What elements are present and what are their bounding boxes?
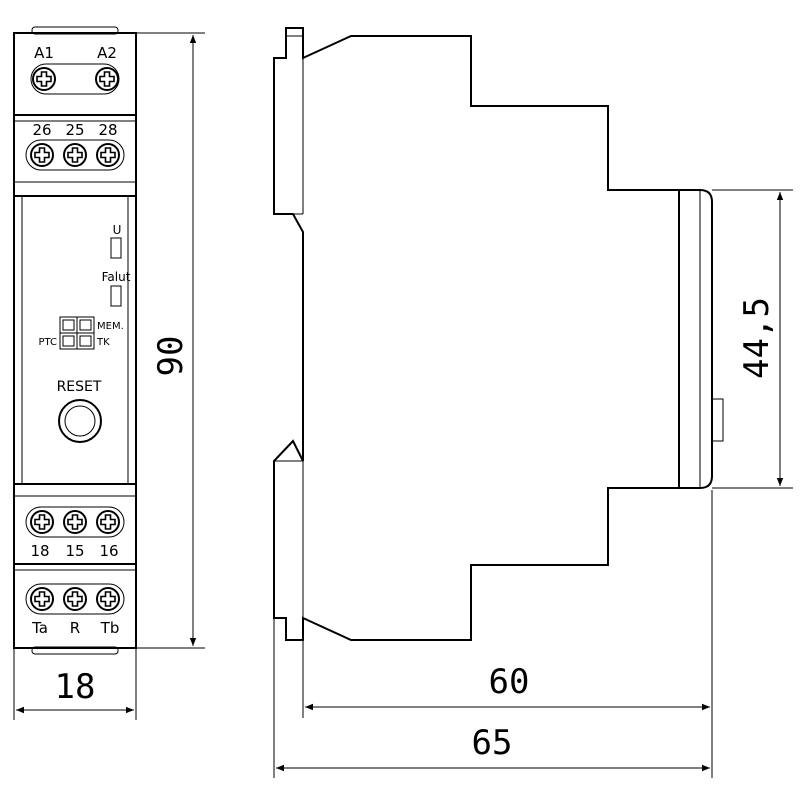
- screw-terminal-icon: [96, 143, 120, 167]
- dimension-width: 18: [13, 648, 137, 720]
- terminal-label-16: 16: [99, 542, 118, 560]
- screw-terminal-icon: [96, 587, 120, 611]
- dimension-label-44-5: 44,5: [737, 297, 777, 379]
- screw-terminal-icon: [95, 67, 119, 91]
- dip-label-ptc: PTC: [38, 337, 57, 348]
- screw-terminal-icon: [30, 587, 54, 611]
- terminal-bar: [25, 506, 125, 538]
- dimension-label-60: 60: [489, 662, 530, 702]
- front-body-outline: [13, 32, 137, 649]
- top-tab: [31, 26, 119, 35]
- dimension-depth-body: 60: [273, 490, 713, 778]
- screw-terminal-icon: [30, 143, 54, 167]
- side-body-outline: [273, 27, 680, 641]
- terminal-bar: [30, 63, 120, 95]
- terminal-label-18: 18: [30, 542, 49, 560]
- screw-terminal-icon: [63, 143, 87, 167]
- screw-terminal-icon: [30, 510, 54, 534]
- front-view: A1 A2 26 25 28 U Falut MEM. TK PTC RESET: [13, 26, 137, 655]
- led-label-fault: Falut: [102, 270, 131, 284]
- terminal-label-tb: Tb: [100, 619, 120, 637]
- terminal-bar: [25, 139, 125, 171]
- reset-button-side: [711, 398, 724, 442]
- terminal-label-15: 15: [65, 542, 84, 560]
- terminal-label-r: R: [70, 619, 80, 637]
- dimension-label-90: 90: [151, 336, 191, 377]
- reset-label: RESET: [57, 379, 102, 395]
- led-label-u: U: [113, 223, 122, 237]
- dimension-label-18: 18: [55, 667, 96, 707]
- dimension-label-65: 65: [472, 723, 513, 763]
- dimension-front-height: 44,5: [712, 189, 793, 489]
- dimension-height: 90: [136, 32, 205, 649]
- terminal-label-26: 26: [32, 121, 51, 139]
- reset-button-icon: [58, 399, 102, 443]
- led-indicator-icon: [110, 237, 122, 259]
- terminal-label-a2: A2: [97, 44, 117, 62]
- dimension-depth-total: 65: [276, 723, 710, 772]
- front-cover: [679, 189, 713, 489]
- screw-terminal-icon: [63, 587, 87, 611]
- terminal-label-25: 25: [65, 121, 84, 139]
- bottom-tab: [31, 646, 119, 655]
- side-view: [273, 27, 724, 641]
- screw-terminal-icon: [32, 67, 56, 91]
- led-indicator-icon: [110, 285, 122, 307]
- dip-label-mem: MEM.: [97, 321, 124, 332]
- terminal-bar: [25, 583, 125, 615]
- terminal-label-ta: Ta: [31, 619, 48, 637]
- terminal-label-28: 28: [98, 121, 117, 139]
- screw-terminal-icon: [96, 510, 120, 534]
- dip-label-tk: TK: [96, 337, 110, 348]
- terminal-label-a1: A1: [34, 44, 54, 62]
- screw-terminal-icon: [63, 510, 87, 534]
